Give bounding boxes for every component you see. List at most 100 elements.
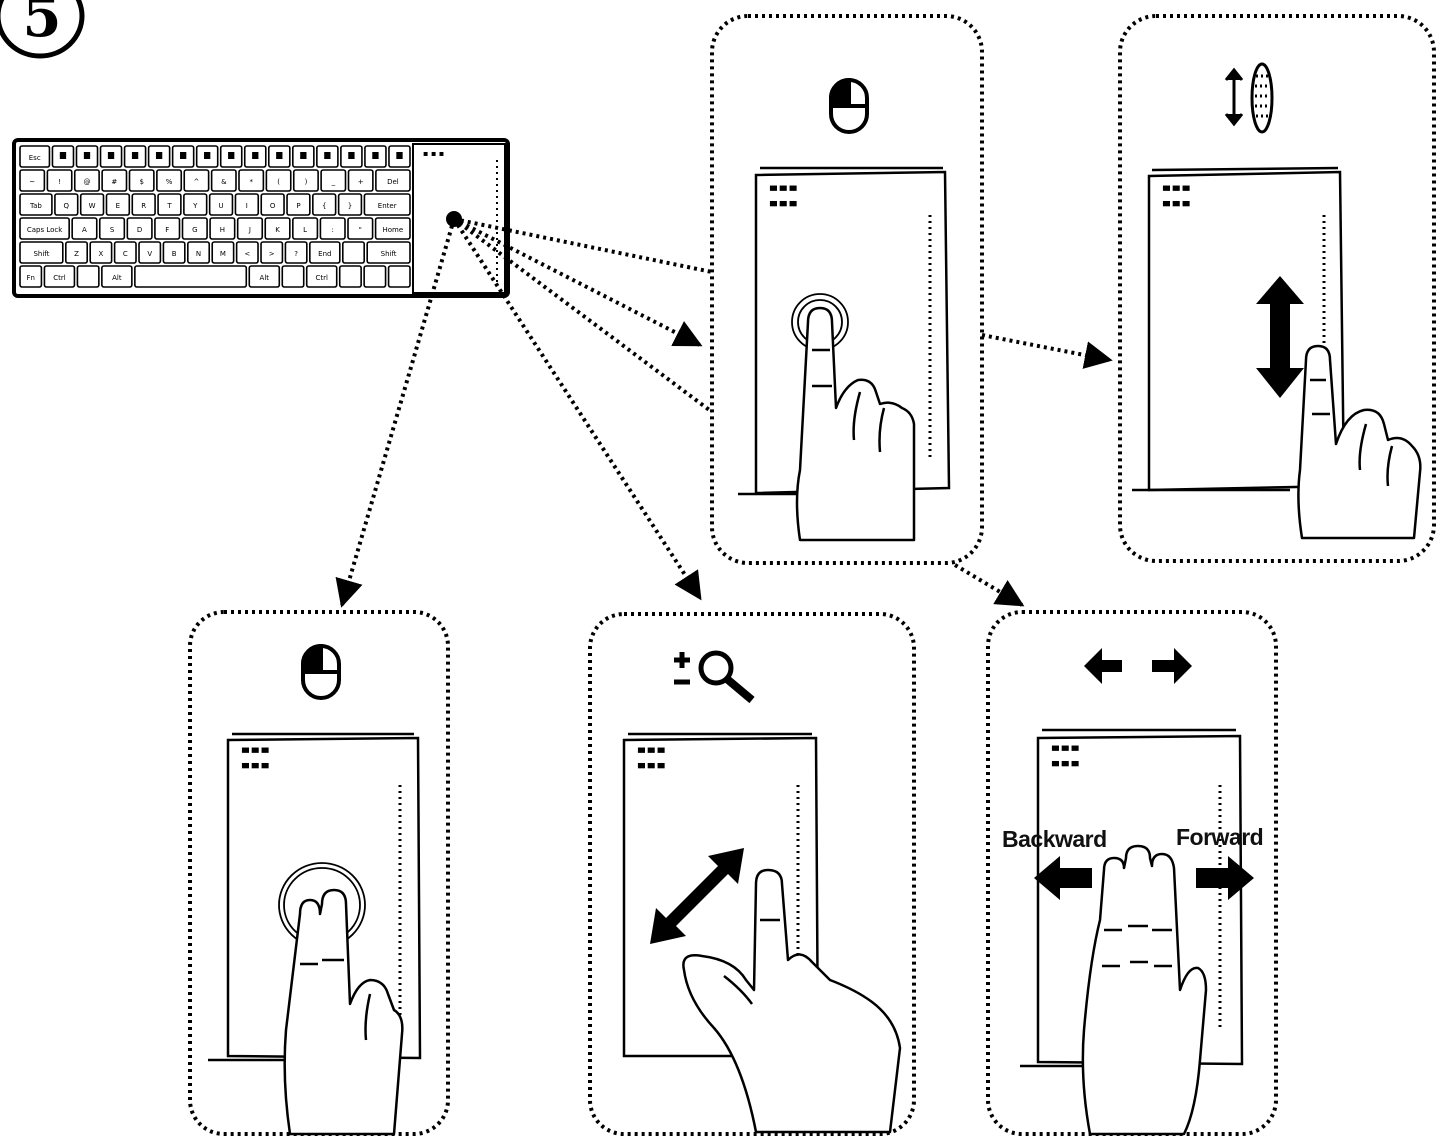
keyboard-key-label: Del	[387, 178, 399, 186]
keyboard-key	[234, 193, 260, 216]
keyboard-key-label: Tab	[29, 202, 42, 210]
keyboard-key-label: Shift	[33, 250, 49, 258]
keyboard-key-label: !	[58, 178, 61, 186]
panel-two-finger-tap-frame	[188, 610, 450, 1136]
keyboard-key-label: P	[296, 202, 300, 210]
keyboard-key	[54, 193, 79, 216]
keyboard-key-label: $	[139, 178, 143, 186]
keyboard-key	[76, 265, 100, 288]
keyboard-key	[292, 217, 319, 240]
keyboard-key	[19, 169, 46, 192]
function-key-icon	[300, 152, 307, 159]
keyboard-key	[236, 217, 264, 240]
panel-single-tap-frame	[710, 14, 984, 565]
keyboard-key-label: Y	[192, 202, 198, 210]
keyboard-key	[366, 241, 411, 264]
scroll-wheel-icon	[1224, 62, 1274, 134]
svg-text:▀ ▀ ▀: ▀ ▀ ▀	[769, 185, 798, 197]
keyboard-key	[43, 265, 76, 288]
keyboard-key	[286, 193, 311, 216]
keyboard-key	[363, 193, 411, 216]
backward-arrow	[1034, 856, 1092, 900]
keyboard-key-label: {	[322, 202, 326, 210]
zoom-in-out-icon	[674, 650, 755, 704]
keyboard-key-label: D	[137, 226, 142, 234]
keyboard-key-label: "	[359, 226, 362, 234]
keyboard-key-label: Fn	[26, 274, 34, 282]
keyboard-key-label: T	[166, 202, 172, 210]
svg-text:▄ ▄ ▄: ▄ ▄ ▄	[1051, 757, 1080, 767]
hands	[283, 306, 1422, 1136]
function-key-icon	[179, 152, 187, 159]
function-key-icon	[155, 152, 163, 159]
keyboard-key	[65, 241, 89, 264]
keyboard-key	[211, 241, 235, 264]
keyboard-key-label: Home	[382, 226, 403, 234]
keyboard-key-label: F	[165, 226, 169, 234]
keyboard-key	[210, 169, 237, 192]
keyboard-key	[89, 241, 113, 264]
keyboard-key	[248, 265, 281, 288]
function-key-icon	[252, 152, 259, 159]
vertical-scroll-arrow	[1256, 276, 1304, 398]
function-key-icon	[83, 152, 91, 159]
keyboard-key	[138, 241, 162, 264]
keyboard-key-label: L	[303, 226, 307, 234]
keyboard-key	[19, 217, 70, 240]
keyboard-key	[235, 241, 259, 264]
keyboard-key	[238, 169, 265, 192]
function-key-icon	[204, 152, 211, 159]
keyboard-key-label: B	[172, 250, 177, 258]
keyboard-key	[374, 217, 411, 240]
keyboard-key	[134, 265, 248, 288]
function-key-icon	[276, 152, 283, 159]
keyboard-key	[19, 265, 43, 288]
keyboard-key	[156, 169, 183, 192]
panel-scroll-frame	[1118, 14, 1436, 563]
keyboard-key-label: C	[123, 250, 128, 258]
keyboard-key	[341, 241, 365, 264]
gesture-arrows	[650, 276, 1304, 944]
keyboard-key	[46, 169, 73, 192]
keyboard-key	[208, 193, 234, 216]
function-key-icon	[59, 152, 67, 159]
keyboard-key-label: Q	[64, 202, 70, 210]
keyboard-key-label: Enter	[378, 202, 397, 210]
keyboard-key	[113, 241, 137, 264]
keyboard-key	[284, 241, 308, 264]
keyboard-key-label: W	[89, 202, 96, 210]
svg-text:▀ ▀ ▀: ▀ ▀ ▀	[1051, 745, 1080, 757]
keyboard-key-label: Ctrl	[315, 274, 328, 282]
keyboard-key-label: N	[196, 250, 201, 258]
keyboard-key-label: }	[348, 202, 352, 210]
keyboard-key	[98, 217, 126, 240]
function-key-icon	[324, 152, 331, 159]
keyboard-key	[305, 265, 338, 288]
keyboard-key-label: O	[270, 202, 276, 210]
keyboard-key	[375, 169, 411, 192]
keyboard-key	[337, 193, 363, 216]
keyboard-key	[347, 169, 374, 192]
keyboard-key	[312, 193, 337, 216]
keyboard-key	[187, 241, 211, 264]
svg-text:▄ ▄ ▄: ▄ ▄ ▄	[241, 759, 270, 769]
pad-status-icons: ▀ ▀ ▀▄ ▄ ▄ ▀ ▀ ▀▄ ▄ ▄ ▀ ▀ ▀▄ ▄ ▄ ▀ ▀ ▀▄ …	[241, 185, 1191, 769]
keyboard-key-label: K	[275, 226, 280, 234]
keyboard-key-label: ?	[294, 250, 298, 258]
keyboard-key-label: Esc	[29, 154, 41, 162]
svg-text:▄ ▄ ▄: ▄ ▄ ▄	[1162, 197, 1191, 207]
svg-text:▀ ▀ ▀: ▀ ▀ ▀	[241, 747, 270, 759]
keyboard-key-label: J	[248, 226, 251, 234]
keyboard-key	[128, 169, 155, 192]
keyboard-key	[162, 241, 186, 264]
svg-text:▪ ▪ ▪: ▪ ▪ ▪	[423, 149, 444, 158]
keyboard-key-label: _	[331, 178, 336, 186]
keyboard-key	[19, 241, 64, 264]
touch-rings	[278, 293, 849, 948]
keyboard-key	[320, 169, 347, 192]
keyboard-key	[292, 169, 319, 192]
hand-pinch	[682, 868, 902, 1134]
keyboard-key	[19, 193, 53, 216]
